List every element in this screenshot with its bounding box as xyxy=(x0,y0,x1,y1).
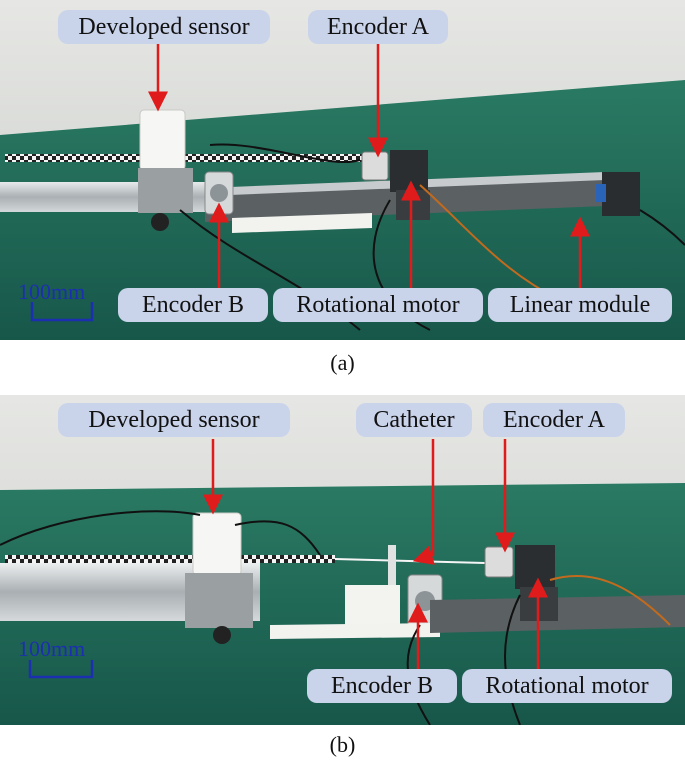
caption-b: (b) xyxy=(329,732,356,757)
label-catheter: Catheter xyxy=(356,403,472,437)
label-encoder-a: Encoder A xyxy=(308,10,448,44)
panel-a: Developed sensor Encoder A Encoder B Rot… xyxy=(0,0,685,340)
label-encoder-b: Encoder B xyxy=(118,288,268,322)
label-encoder-b: Encoder B xyxy=(307,669,457,703)
caption-a: (a) xyxy=(330,350,355,375)
label-rotational-motor: Rotational motor xyxy=(462,669,672,703)
label-developed-sensor: Developed sensor xyxy=(58,10,270,44)
label-encoder-a: Encoder A xyxy=(483,403,625,437)
scale-label-b: 100mm xyxy=(18,636,86,661)
label-developed-sensor: Developed sensor xyxy=(58,403,290,437)
label-rotational-motor: Rotational motor xyxy=(273,288,483,322)
scale-label-a: 100mm xyxy=(18,279,86,304)
photo-panel-a xyxy=(0,0,685,340)
label-linear-module: Linear module xyxy=(488,288,672,322)
panel-b: Developed sensor Catheter Encoder A Enco… xyxy=(0,395,685,725)
